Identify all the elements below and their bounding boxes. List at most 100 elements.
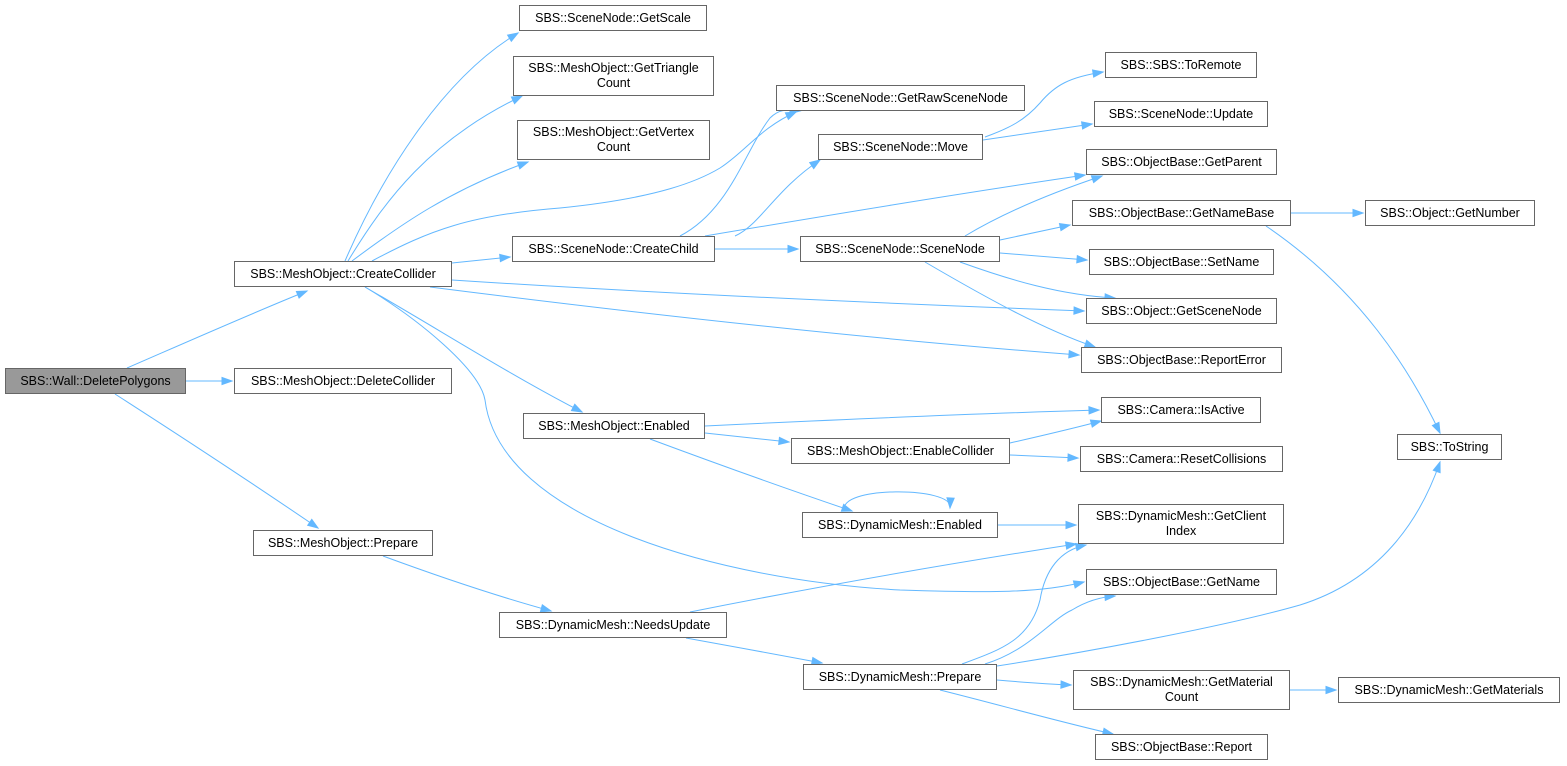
edge-line — [959, 261, 1116, 299]
node-label: SBS::MeshObject::EnableCollider — [807, 443, 994, 458]
edge-arrowhead — [1088, 405, 1101, 415]
node-camera-isactive[interactable]: SBS::Camera::IsActive — [1101, 397, 1261, 423]
node-objectbase-report[interactable]: SBS::ObjectBase::Report — [1095, 734, 1268, 760]
node-label: SBS::SceneNode::CreateChild — [528, 241, 699, 256]
edge-dynmesh_enabled-to-dynmesh_enabled — [844, 491, 955, 512]
node-label: SBS::MeshObject::GetVertex Count — [532, 125, 695, 154]
node-label: SBS::ObjectBase::ReportError — [1097, 352, 1266, 367]
node-mesh-prepare[interactable]: SBS::MeshObject::Prepare — [253, 530, 433, 556]
edge-line — [371, 111, 797, 262]
node-dynmesh-getclientindex[interactable]: SBS::DynamicMesh::GetClient Index — [1078, 504, 1284, 544]
edge-line — [704, 409, 1100, 427]
edge-mesh_enablecollider-to-camera_isactive — [1009, 419, 1103, 444]
edge-mesh_createcollider-to-objectbase_reporterror — [429, 286, 1081, 359]
edge-line — [984, 71, 1104, 138]
edge-arrowhead — [510, 95, 524, 105]
node-label: SBS::ObjectBase::GetParent — [1101, 154, 1262, 169]
edge-mesh_createcollider-to-scenenode_getscale — [344, 32, 520, 262]
node-dynmesh-prepare[interactable]: SBS::DynamicMesh::Prepare — [803, 664, 997, 690]
edge-line — [451, 279, 1085, 312]
node-dynmesh-needsupdate[interactable]: SBS::DynamicMesh::NeedsUpdate — [499, 612, 727, 638]
edge-line — [844, 491, 951, 512]
edge-arrowhead — [1058, 222, 1072, 232]
node-objectbase-getname[interactable]: SBS::ObjectBase::GetName — [1086, 569, 1277, 595]
edge-dynmesh_prepare-to-dynmesh_getmaterialcount — [996, 679, 1073, 689]
edge-line — [704, 432, 790, 443]
edge-wall_deletepolygons-to-mesh_prepare — [114, 393, 320, 529]
edge-scenenode_createchild-to-objectbase_getparent — [704, 172, 1087, 237]
node-label: SBS::MeshObject::Enabled — [538, 418, 690, 433]
node-dynmesh-getmaterialcount[interactable]: SBS::DynamicMesh::GetMaterial Count — [1073, 670, 1290, 710]
edge-scenenode_createchild-to-scenenode_move — [734, 159, 822, 237]
node-objectbase-getnamebase[interactable]: SBS::ObjectBase::GetNameBase — [1072, 200, 1291, 226]
node-label: SBS::ObjectBase::SetName — [1103, 254, 1260, 269]
node-dynmesh-getmaterials[interactable]: SBS::DynamicMesh::GetMaterials — [1338, 677, 1560, 703]
node-scenenode-scenenode[interactable]: SBS::SceneNode::SceneNode — [800, 236, 1000, 262]
node-object-getscenenode[interactable]: SBS::Object::GetSceneNode — [1086, 298, 1277, 324]
node-label: SBS::SBS::ToRemote — [1120, 57, 1242, 72]
node-objectbase-reporterror[interactable]: SBS::ObjectBase::ReportError — [1081, 347, 1282, 373]
edge-mesh_createcollider-to-object_getscenenode — [451, 279, 1086, 315]
node-scenenode-move[interactable]: SBS::SceneNode::Move — [818, 134, 983, 160]
node-camera-resetcollisions[interactable]: SBS::Camera::ResetCollisions — [1080, 446, 1283, 472]
edge-arrowhead — [787, 244, 800, 254]
edge-scenenode_createchild-to-scenenode_scenenode — [715, 244, 800, 254]
node-dynmesh-enabled[interactable]: SBS::DynamicMesh::Enabled — [802, 512, 998, 538]
node-label: SBS::Object::GetSceneNode — [1101, 303, 1262, 318]
node-mesh-getvertexcount[interactable]: SBS::MeshObject::GetVertex Count — [517, 120, 710, 160]
edge-arrowhead — [1325, 685, 1338, 695]
node-scenenode-getscale[interactable]: SBS::SceneNode::GetScale — [519, 5, 707, 31]
node-scenenode-update[interactable]: SBS::SceneNode::Update — [1094, 101, 1268, 127]
edge-scenenode_scenenode-to-objectbase_reporterror — [924, 261, 1097, 348]
node-mesh-createcollider[interactable]: SBS::MeshObject::CreateCollider — [234, 261, 452, 287]
node-scenenode-getrawscenenode[interactable]: SBS::SceneNode::GetRawSceneNode — [776, 85, 1025, 111]
edge-arrowhead — [570, 403, 584, 413]
node-mesh-enablecollider[interactable]: SBS::MeshObject::EnableCollider — [791, 438, 1010, 464]
node-object-getnumber[interactable]: SBS::Object::GetNumber — [1365, 200, 1535, 226]
edge-arrowhead — [1080, 121, 1094, 130]
edge-wall_deletepolygons-to-mesh_deletecollider — [186, 376, 234, 386]
edge-scenenode_scenenode-to-objectbase_setname — [999, 252, 1089, 264]
node-objectbase-getparent[interactable]: SBS::ObjectBase::GetParent — [1086, 149, 1277, 175]
edge-mesh_enabled-to-dynmesh_enabled — [649, 438, 854, 512]
edge-dynmesh_prepare-to-objectbase_getname — [984, 592, 1117, 665]
edge-line — [649, 438, 853, 512]
edge-mesh_createcollider-to-mesh_gettrianglecount — [347, 95, 524, 262]
edge-line — [704, 174, 1086, 237]
edge-line — [996, 679, 1072, 686]
edge-wall_deletepolygons-to-mesh_createcollider — [126, 290, 309, 369]
edge-line — [999, 252, 1088, 261]
node-objectbase-setname[interactable]: SBS::ObjectBase::SetName — [1089, 249, 1274, 275]
edge-objectbase_getnamebase-to-sbs_tostring — [1265, 225, 1441, 435]
node-label: SBS::MeshObject::CreateCollider — [250, 266, 436, 281]
edge-line — [382, 555, 552, 612]
edge-line — [924, 261, 1096, 348]
edge-arrowhead — [1060, 680, 1073, 689]
node-wall-deletepolygons: SBS::Wall::DeletePolygons — [5, 368, 186, 394]
node-label: SBS::SceneNode::GetScale — [535, 10, 691, 25]
node-label: SBS::DynamicMesh::GetMaterials — [1354, 682, 1544, 697]
node-sbs-toremote[interactable]: SBS::SBS::ToRemote — [1105, 52, 1257, 78]
edge-arrowhead — [1090, 175, 1104, 184]
node-sbs-tostring[interactable]: SBS::ToString — [1397, 434, 1502, 460]
edge-mesh_createcollider-to-mesh_getvertexcount — [351, 161, 530, 262]
node-scenenode-createchild[interactable]: SBS::SceneNode::CreateChild — [512, 236, 715, 262]
node-label: SBS::DynamicMesh::Prepare — [818, 669, 982, 684]
edge-line — [689, 543, 1077, 613]
node-mesh-gettrianglecount[interactable]: SBS::MeshObject::GetTriangle Count — [513, 56, 714, 96]
edge-line — [429, 286, 1080, 356]
edge-arrowhead — [306, 518, 320, 529]
node-label: SBS::MeshObject::GetTriangle Count — [528, 61, 699, 90]
node-mesh-deletecollider[interactable]: SBS::MeshObject::DeleteCollider — [234, 368, 452, 394]
edge-arrowhead — [499, 253, 512, 263]
node-label: SBS::SceneNode::Update — [1108, 106, 1254, 121]
edge-line — [961, 544, 1087, 665]
edge-arrowhead — [1091, 69, 1105, 78]
edge-scenenode_move-to-scenenode_update — [982, 121, 1094, 141]
node-label: SBS::Object::GetNumber — [1380, 205, 1520, 220]
edge-line — [939, 689, 1114, 735]
edge-arrowhead — [295, 290, 309, 299]
edge-arrowhead — [506, 32, 520, 43]
node-mesh-enabled[interactable]: SBS::MeshObject::Enabled — [523, 413, 705, 439]
edge-arrowhead — [1065, 520, 1078, 530]
